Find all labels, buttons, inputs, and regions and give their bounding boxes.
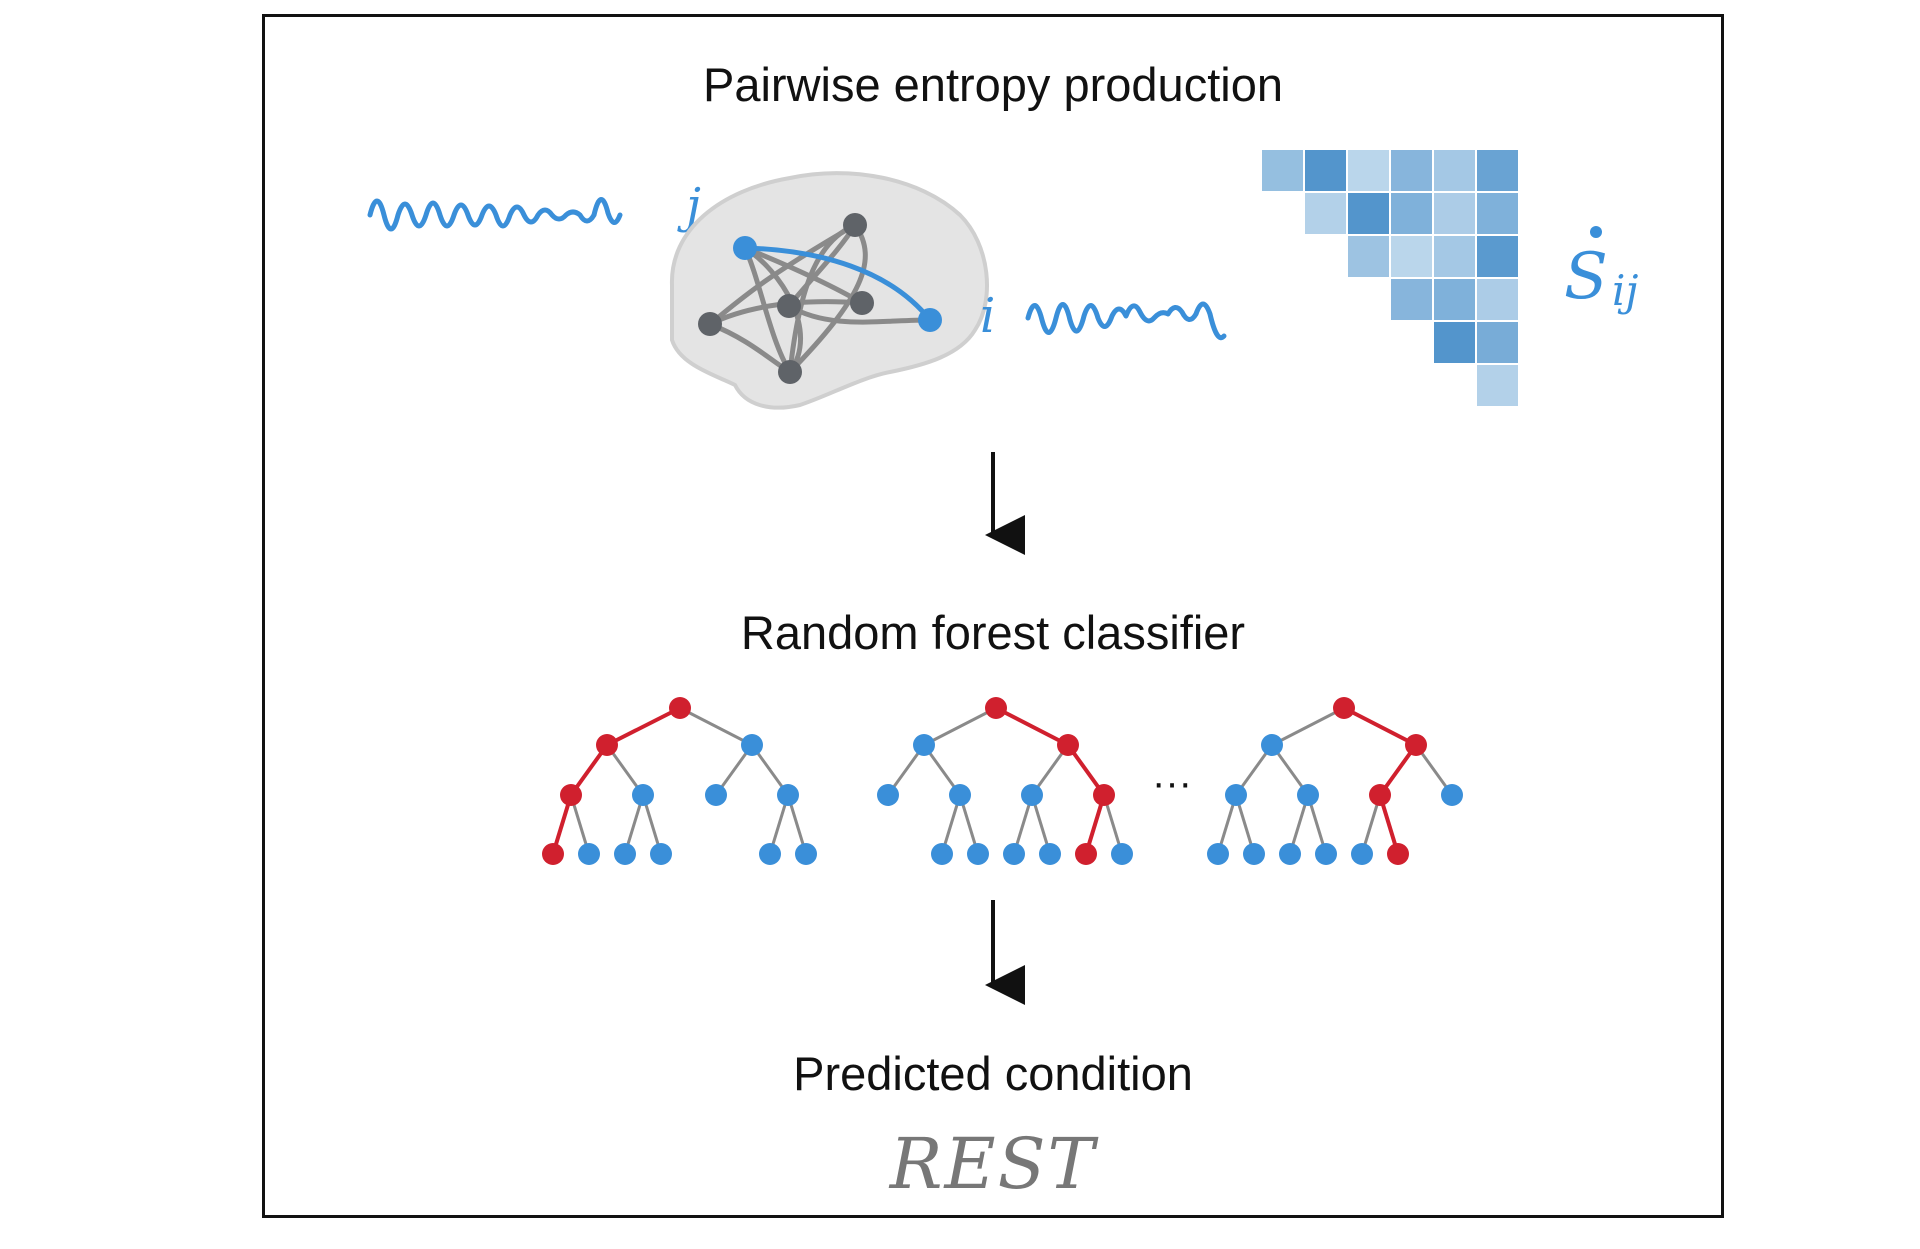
brain-node bbox=[698, 312, 722, 336]
matrix-cell bbox=[1477, 193, 1518, 234]
decision-tree-1 bbox=[542, 697, 817, 865]
matrix-cell bbox=[1477, 365, 1518, 406]
brain-node bbox=[843, 213, 867, 237]
signal-i-wave bbox=[1025, 301, 1227, 341]
matrix-cell bbox=[1434, 322, 1475, 363]
tree-node bbox=[705, 784, 727, 806]
brain-node bbox=[777, 294, 801, 318]
tree-node bbox=[877, 784, 899, 806]
tree-node-path bbox=[985, 697, 1007, 719]
section-title-prediction: Predicted condition bbox=[793, 1047, 1193, 1100]
forest-ellipsis: ··· bbox=[1152, 761, 1192, 805]
brain-node bbox=[850, 291, 874, 315]
tree-node bbox=[759, 843, 781, 865]
entropy-symbol: S ij bbox=[1564, 226, 1638, 315]
section-title-classifier: Random forest classifier bbox=[740, 606, 1246, 659]
predicted-label: REST bbox=[889, 1123, 1097, 1205]
tree-node bbox=[1021, 784, 1043, 806]
symbol-main: S bbox=[1564, 240, 1608, 314]
brain-node-i bbox=[918, 308, 942, 332]
tree-node-path bbox=[1075, 843, 1097, 865]
tree-node bbox=[967, 843, 989, 865]
tree-edge bbox=[923, 706, 997, 747]
brain-node-j bbox=[733, 236, 757, 260]
tree-edge bbox=[1271, 706, 1345, 747]
matrix-cell bbox=[1434, 193, 1475, 234]
matrix-cell bbox=[1477, 322, 1518, 363]
matrix-cell bbox=[1434, 279, 1475, 320]
tree-node-path bbox=[1057, 734, 1079, 756]
matrix-cell bbox=[1348, 236, 1389, 277]
decision-tree-2 bbox=[877, 697, 1133, 865]
tree-node bbox=[650, 843, 672, 865]
matrix-cell bbox=[1305, 193, 1346, 234]
tree-node bbox=[795, 843, 817, 865]
tree-node bbox=[949, 784, 971, 806]
signal-j-wave bbox=[367, 197, 623, 232]
symbol-subscript: ij bbox=[1612, 266, 1638, 315]
node-label-i: i bbox=[980, 288, 995, 344]
brain-highlight-edge bbox=[744, 245, 932, 322]
tree-node bbox=[1207, 843, 1229, 865]
tree-edge bbox=[679, 706, 753, 747]
tree-edge-path bbox=[1343, 706, 1417, 747]
tree-node bbox=[1039, 843, 1061, 865]
tree-node-path bbox=[1405, 734, 1427, 756]
tree-node bbox=[777, 784, 799, 806]
brain-outline bbox=[669, 171, 989, 410]
section-title-entropy: Pairwise entropy production bbox=[703, 58, 1283, 111]
tree-node-path bbox=[560, 784, 582, 806]
matrix-cell bbox=[1477, 236, 1518, 277]
tree-node bbox=[1003, 843, 1025, 865]
tree-node bbox=[578, 843, 600, 865]
decision-tree-3 bbox=[1207, 697, 1463, 865]
tree-node bbox=[1351, 843, 1373, 865]
tree-node bbox=[1441, 784, 1463, 806]
matrix-cell bbox=[1348, 193, 1389, 234]
tree-node-path bbox=[596, 734, 618, 756]
tree-node bbox=[931, 843, 953, 865]
tree-node bbox=[1261, 734, 1283, 756]
tree-node bbox=[1279, 843, 1301, 865]
tree-edge-path bbox=[606, 706, 681, 747]
matrix-cell bbox=[1434, 236, 1475, 277]
matrix-cell bbox=[1391, 193, 1432, 234]
matrix-cell bbox=[1262, 150, 1303, 191]
entropy-matrix bbox=[1262, 150, 1518, 406]
diagram-frame: Pairwise entropy production Random fores… bbox=[262, 14, 1724, 1218]
tree-node bbox=[741, 734, 763, 756]
tree-node bbox=[632, 784, 654, 806]
tree-node-path bbox=[1369, 784, 1391, 806]
matrix-cell bbox=[1477, 279, 1518, 320]
matrix-cell bbox=[1391, 150, 1432, 191]
matrix-cell bbox=[1434, 150, 1475, 191]
brain-node bbox=[778, 360, 802, 384]
brain-network-nodes bbox=[698, 213, 942, 384]
tree-node-path bbox=[542, 843, 564, 865]
matrix-cell bbox=[1391, 236, 1432, 277]
matrix-cell bbox=[1348, 150, 1389, 191]
tree-node bbox=[614, 843, 636, 865]
tree-node bbox=[1243, 843, 1265, 865]
tree-node bbox=[913, 734, 935, 756]
tree-edge-path bbox=[995, 706, 1069, 747]
tree-node-path bbox=[1093, 784, 1115, 806]
matrix-cell bbox=[1391, 279, 1432, 320]
symbol-dot bbox=[1590, 226, 1602, 238]
tree-node-path bbox=[1333, 697, 1355, 719]
random-forest bbox=[542, 697, 1463, 865]
tree-node bbox=[1297, 784, 1319, 806]
matrix-cell bbox=[1305, 150, 1346, 191]
tree-node bbox=[1225, 784, 1247, 806]
tree-node-path bbox=[1387, 843, 1409, 865]
tree-node bbox=[1111, 843, 1133, 865]
tree-node bbox=[1315, 843, 1337, 865]
matrix-cell bbox=[1477, 150, 1518, 191]
tree-node-path bbox=[669, 697, 691, 719]
